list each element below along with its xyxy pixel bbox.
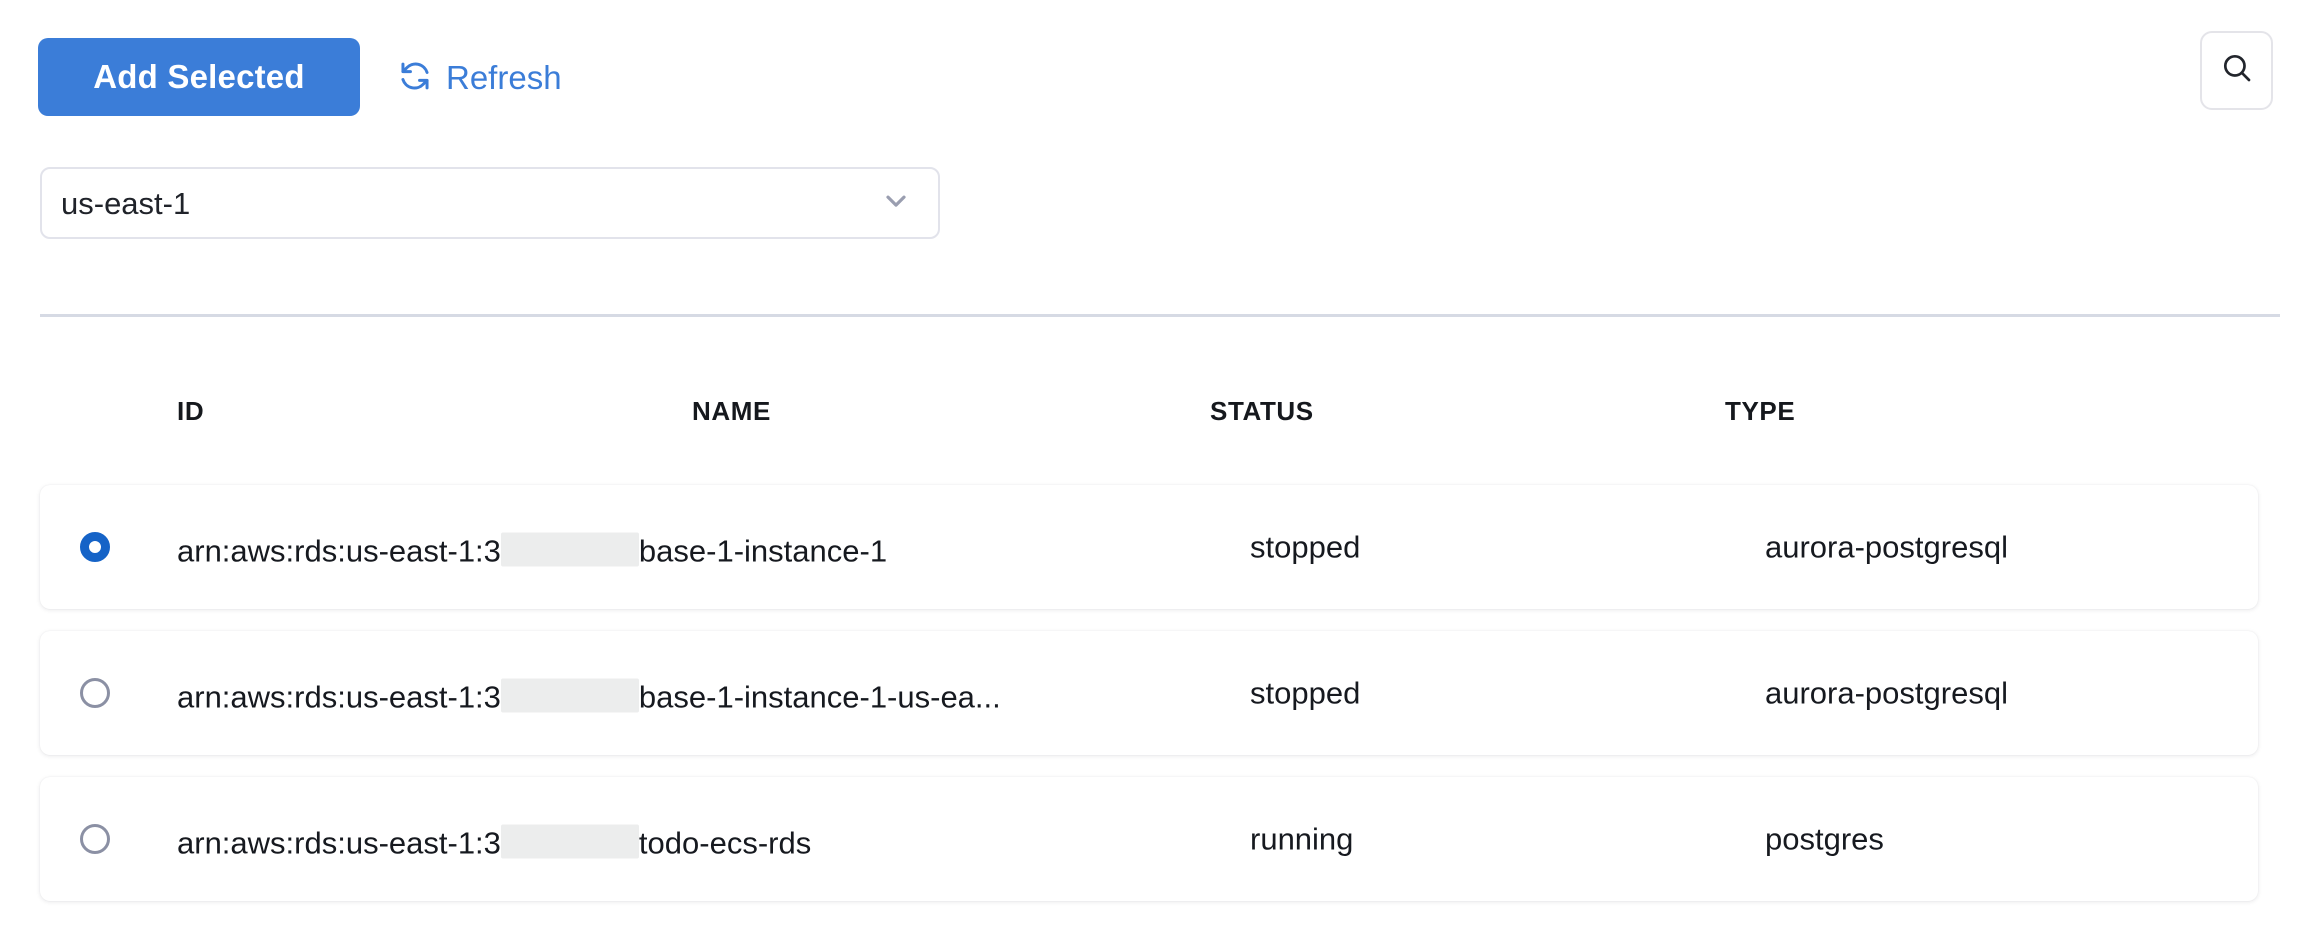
redacted-account-id: [500, 678, 639, 713]
row-radio[interactable]: [80, 824, 110, 854]
table-body: arn:aws:rds:us-east-1:3 base-1-instance-1…: [0, 485, 2298, 901]
table-header-row: ID NAME STATUS TYPE: [0, 398, 2298, 460]
refresh-label: Refresh: [446, 58, 562, 96]
instance-name: todo-ecs-rds: [638, 825, 812, 861]
cell-status: stopped: [1250, 675, 1361, 711]
table-row[interactable]: arn:aws:rds:us-east-1:3 base-1-instance-1…: [40, 631, 2258, 755]
chevron-down-icon: [880, 185, 912, 222]
column-header-name: NAME: [692, 396, 771, 426]
region-select[interactable]: us-east-1: [40, 167, 940, 239]
table-row[interactable]: arn:aws:rds:us-east-1:3 base-1-instance-1…: [40, 485, 2258, 609]
column-header-id: ID: [177, 396, 205, 426]
instances-table: ID NAME STATUS TYPE arn:aws:rds:us-east-…: [0, 398, 2298, 923]
redacted-account-id: [500, 532, 639, 567]
cell-id: arn:aws:rds:us-east-1:3 base-1-instance-1: [177, 528, 887, 567]
add-selected-button[interactable]: Add Selected: [38, 38, 360, 116]
refresh-icon: [398, 59, 432, 93]
cell-status: running: [1250, 821, 1354, 857]
region-select-value: us-east-1: [61, 185, 191, 221]
column-header-type: TYPE: [1725, 396, 1796, 426]
toolbar: Add Selected Refresh: [0, 0, 2298, 140]
arn-prefix: arn:aws:rds:us-east-1:3: [177, 825, 501, 861]
search-icon: [2219, 50, 2255, 91]
instance-name: base-1-instance-1-us-ea...: [638, 679, 1001, 715]
row-radio[interactable]: [80, 678, 110, 708]
arn-prefix: arn:aws:rds:us-east-1:3: [177, 679, 501, 715]
cell-id: arn:aws:rds:us-east-1:3 base-1-instance-1…: [177, 674, 1001, 713]
column-header-status: STATUS: [1210, 396, 1314, 426]
instance-name: base-1-instance-1: [638, 533, 888, 569]
section-divider: [40, 314, 2280, 317]
cell-id: arn:aws:rds:us-east-1:3 todo-ecs-rds: [177, 820, 811, 859]
cell-type: postgres: [1765, 821, 1884, 857]
cell-status: stopped: [1250, 529, 1361, 565]
arn-prefix: arn:aws:rds:us-east-1:3: [177, 533, 501, 569]
table-row[interactable]: arn:aws:rds:us-east-1:3 todo-ecs-rds runn…: [40, 777, 2258, 901]
cell-type: aurora-postgresql: [1765, 675, 2008, 711]
cell-type: aurora-postgresql: [1765, 529, 2008, 565]
refresh-button[interactable]: Refresh: [398, 52, 562, 100]
row-radio[interactable]: [80, 532, 110, 562]
search-button[interactable]: [2200, 31, 2273, 110]
redacted-account-id: [500, 824, 639, 859]
